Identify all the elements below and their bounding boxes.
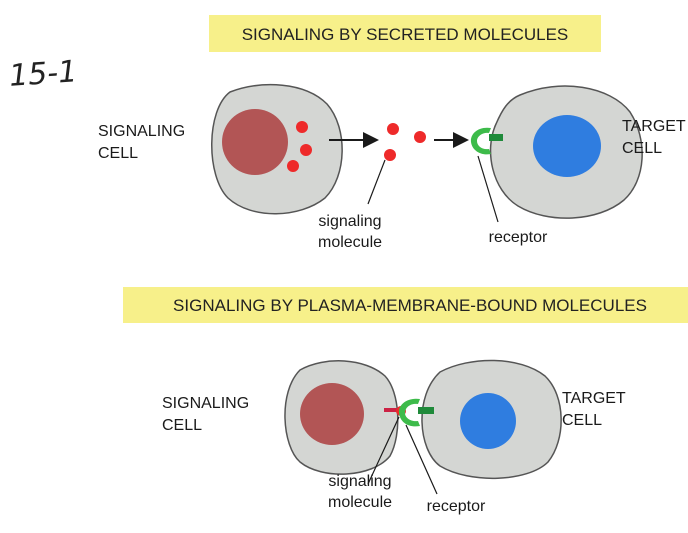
label-receptor-bottom: receptor: [427, 498, 486, 515]
free-molecule-2: [414, 131, 426, 143]
receptor-stem-top: [489, 134, 503, 141]
free-molecule-3: [384, 149, 396, 161]
target-cell-nucleus-top: [533, 115, 601, 177]
label-signaling-cell-top-1: SIGNALING: [98, 123, 185, 140]
handwritten-page-number: 15-1: [8, 54, 78, 94]
secreted-molecule-3: [287, 160, 299, 172]
panel-membrane-bound: SIGNALING BY PLASMA-MEMBRANE-BOUND MOLEC…: [123, 287, 688, 515]
label-molecule-top-2: molecule: [318, 234, 382, 251]
label-target-cell-top-1: TARGET: [622, 118, 686, 135]
membrane-molecule-stem: [384, 408, 400, 412]
label-signaling-cell-top-2: CELL: [98, 145, 138, 162]
leader-molecule-top: [367, 159, 386, 205]
signaling-cell-nucleus-top: [222, 109, 288, 175]
label-molecule-bottom-2: molecule: [328, 494, 392, 511]
receptor-stem-bottom: [418, 407, 434, 414]
signaling-cell-nucleus-bottom: [300, 383, 364, 445]
panel-secreted: SIGNALING BY SECRETED MOLECULES SIGNALIN…: [98, 15, 686, 251]
label-signaling-cell-bottom-2: CELL: [162, 417, 202, 434]
receptor-bottom: [398, 398, 420, 427]
banner-membrane-bound: [123, 287, 688, 323]
label-molecule-top-1: signaling: [318, 213, 381, 230]
title-secreted: SIGNALING BY SECRETED MOLECULES: [242, 25, 569, 44]
leader-molecule-bottom: [367, 416, 400, 485]
receptor-top: [470, 127, 491, 155]
page-number-text: 15-1: [8, 54, 78, 94]
leader-receptor-top: [477, 155, 499, 223]
banner-secreted: [209, 15, 601, 52]
label-target-cell-top-2: CELL: [622, 140, 662, 157]
free-molecule-1: [387, 123, 399, 135]
secreted-molecule-2: [300, 144, 312, 156]
secreted-molecule-1: [296, 121, 308, 133]
leader-receptor-bottom: [405, 424, 438, 495]
label-receptor-top: receptor: [489, 229, 548, 246]
label-molecule-bottom-1: signaling: [328, 473, 391, 490]
target-cell-nucleus-bottom: [460, 393, 516, 449]
label-target-cell-bottom-1: TARGET: [562, 390, 626, 407]
label-target-cell-bottom-2: CELL: [562, 412, 602, 429]
title-membrane-bound: SIGNALING BY PLASMA-MEMBRANE-BOUND MOLEC…: [173, 296, 647, 315]
label-signaling-cell-bottom-1: SIGNALING: [162, 395, 249, 412]
